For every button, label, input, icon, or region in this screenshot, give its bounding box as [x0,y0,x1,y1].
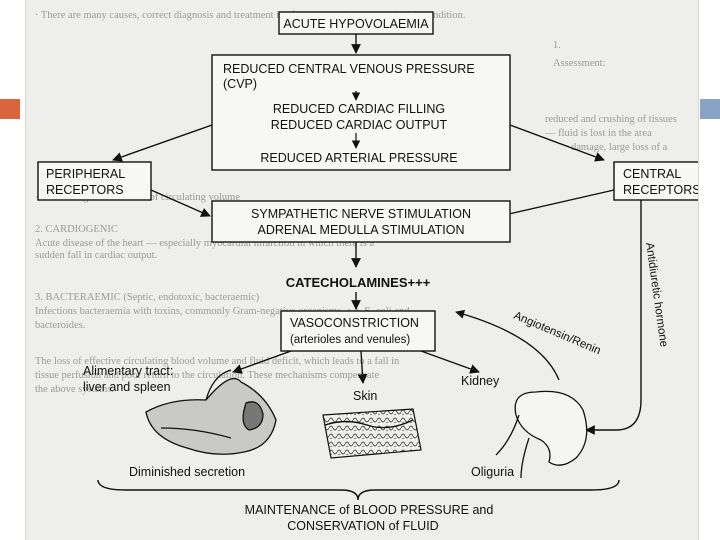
kidney-label: Kidney [461,374,500,388]
sympathetic-box [211,200,511,243]
svg-text:2. CARDIOGENIC: 2. CARDIOGENIC [35,224,118,235]
svg-text:tissue perfusion and poor retu: tissue perfusion and poor return to the … [35,370,380,381]
svg-text:Acute disease of the heart — e: Acute disease of the heart — especially … [35,238,374,249]
vasoconstriction-arrows [232,350,480,384]
skin-label: Skin [353,389,377,403]
central-receptors-label-2: RECEPTORS [623,183,698,197]
central-receptors-box [613,161,698,201]
angiotensin-renin-label: Angiotensin/Renin [512,310,603,358]
svg-text:sudden fall in cardiac output.: sudden fall in cardiac output. [35,250,157,261]
bottom-brace [97,479,620,501]
liver-spleen-label: liver and spleen [83,380,171,394]
scanned-page: · There are many causes, correct diagnos… [25,0,699,540]
slide-accent-left [0,99,20,119]
adrenal-label: ADRENAL MEDULLA STIMULATION [258,223,465,237]
skin-illustration [322,408,422,459]
vasoconstriction-label: VASOCONSTRICTION [290,316,419,330]
antidiuretic-hormone-label: Antidiuretic hormone [643,242,670,348]
svg-text:damage, large loss of a: damage, large loss of a [571,142,668,153]
cardiac-output-label: REDUCED CARDIAC OUTPUT [271,118,448,132]
alimentary-tract-label: Alimentary tract: [83,364,173,378]
svg-text:The loss of effective circulat: The loss of effective circulating blood … [35,356,400,367]
svg-text:bacteroides.: bacteroides. [35,320,85,331]
svg-text:reduced and crushing of tissue: reduced and crushing of tissues [545,114,677,125]
diminished-secretion-label: Diminished secretion [129,465,245,479]
peripheral-receptors-label-1: PERIPHERAL [46,167,125,181]
angiotensin-arrow [455,309,560,381]
cardiac-filling-label: REDUCED CARDIAC FILLING [273,102,445,116]
vasoconstriction-box [280,310,436,352]
svg-text:Assessment:: Assessment: [553,58,606,69]
svg-text:Infections bacteraemia with to: Infections bacteraemia with toxins, comm… [35,306,410,317]
receptor-arrows [112,124,615,219]
acute-hypovolaemia-label: ACUTE HYPOVOLAEMIA [283,17,429,31]
liver-illustration [145,369,277,455]
svg-text:3. BACTERAEMIC (Septic, endoto: 3. BACTERAEMIC (Septic, endotoxic, bacte… [35,292,260,303]
arterial-pressure-label: REDUCED ARTERIAL PRESSURE [260,151,457,165]
sympathetic-label: SYMPATHETIC NERVE STIMULATION [251,207,471,221]
cardiac-output-box [211,54,511,171]
peripheral-receptors-box [37,161,152,201]
cvp-label: REDUCED CENTRAL VENOUS PRESSURE [223,62,475,76]
svg-text:1.: 1. [553,40,561,51]
central-receptors-label-1: CENTRAL [623,167,681,181]
adh-arrow [585,200,642,435]
catecholamines-label: CATECHOLAMINES+++ [286,275,431,290]
kidney-illustration [495,390,588,479]
svg-text:· There are many causes, corre: · There are many causes, correct diagnos… [35,10,465,21]
slide-accent-right [700,99,720,119]
svg-text:— fluid is lost in the area: — fluid is lost in the area [544,128,652,139]
cvp-abbrev-label: (CVP) [223,77,257,91]
arterioles-venules-label: (arterioles and venules) [290,334,410,346]
svg-text:the above systems.: the above systems. [35,384,114,395]
hypovolaemia-diagram: · There are many causes, correct diagnos… [35,10,698,533]
maintenance-label-1: MAINTENANCE of BLOOD PRESSURE and [245,503,494,517]
oliguria-label: Oliguria [471,465,514,479]
maintenance-label-2: CONSERVATION of FLUID [287,519,438,533]
peripheral-receptors-label-2: RECEPTORS [46,183,124,197]
